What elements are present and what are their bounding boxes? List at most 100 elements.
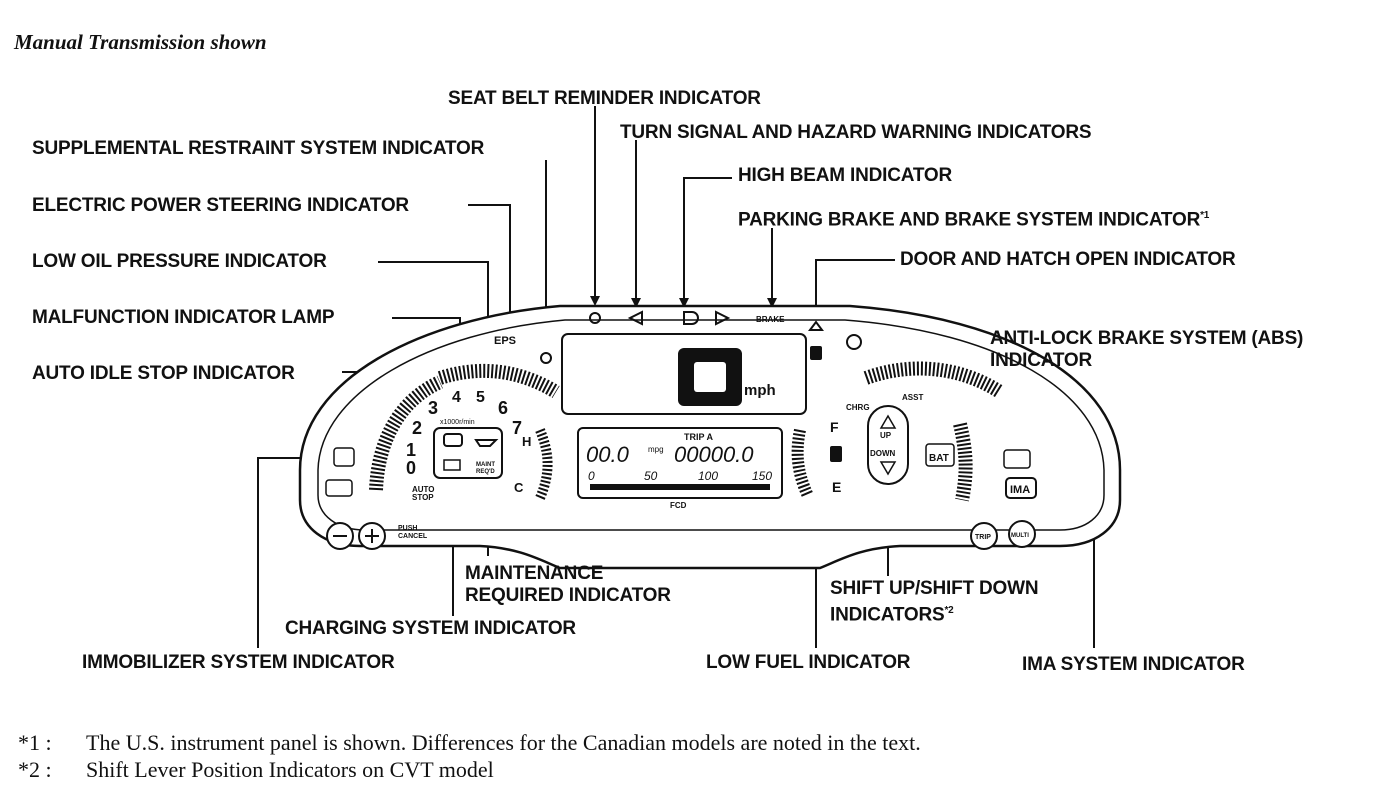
label-maint-1: MAINTENANCE (465, 563, 604, 584)
fcd-label: FCD (670, 501, 687, 510)
trip-button-label: TRIP (975, 534, 991, 541)
label-high-beam: HIGH BEAM INDICATOR (738, 165, 952, 186)
ima-icon (1005, 477, 1037, 499)
seat-belt-icon (589, 312, 601, 324)
auto-stop-1: AUTO (412, 485, 435, 494)
shift-down-icon (879, 461, 897, 476)
bat-icon (925, 443, 955, 467)
mpg-unit: mpg (648, 445, 664, 454)
ima-text: IMA (1010, 484, 1030, 496)
maint-text-2: REQ'D (476, 469, 495, 475)
speed-digit-hole (694, 362, 726, 392)
tach-arc-top (437, 363, 560, 399)
footnote-2-text: Shift Lever Position Indicators on CVT m… (86, 757, 494, 782)
label-parking-brake-text: PARKING BRAKE AND BRAKE SYSTEM INDICATOR (738, 209, 1201, 231)
tach-4: 4 (452, 389, 461, 406)
shift-up-icon (879, 414, 897, 429)
oil-can-icon (474, 439, 499, 447)
left-blank-lamp (325, 479, 353, 497)
tach-0: 0 (406, 458, 416, 478)
caption: Manual Transmission shown (14, 30, 267, 54)
footnote-2-mark: *2 : (18, 757, 52, 782)
label-srs: SUPPLEMENTAL RESTRAINT SYSTEM INDICATOR (32, 138, 485, 159)
label-shift-2-text: INDICATORS (830, 604, 945, 626)
maint-text-1: MAINT (476, 462, 495, 468)
fuel-scale-0: 0 (588, 469, 595, 483)
label-turn-signal: TURN SIGNAL AND HAZARD WARNING INDICATOR… (620, 122, 1092, 143)
trip-lcd (577, 427, 783, 499)
low-fuel-icon (810, 346, 822, 360)
odometer: 00000.0 (674, 442, 754, 467)
brake-text: BRAKE (756, 315, 785, 324)
fuel-pump-icon (830, 446, 842, 462)
tach-unit: x1000r/min (440, 419, 475, 426)
charge-arc (863, 361, 1004, 398)
tach-6: 6 (498, 398, 508, 418)
bat-text: BAT (929, 453, 949, 464)
push-cancel-2: CANCEL (398, 533, 428, 540)
label-low-fuel: LOW FUEL INDICATOR (706, 652, 911, 673)
chrg-text: CHRG (846, 403, 870, 412)
asst-text: ASST (902, 393, 923, 402)
trip-label: TRIP A (684, 432, 714, 442)
label-charging: CHARGING SYSTEM INDICATOR (285, 618, 576, 639)
footnote-1-text: The U.S. instrument panel is shown. Diff… (86, 730, 921, 755)
label-auto-idle: AUTO IDLE STOP INDICATOR (32, 363, 295, 384)
label-door: DOOR AND HATCH OPEN INDICATOR (900, 249, 1236, 270)
immobilizer-icon (333, 447, 355, 467)
temp-arc (535, 428, 553, 500)
leader-door (815, 259, 895, 318)
right-blank-lamp (1003, 449, 1031, 469)
leader-high-beam (683, 177, 732, 300)
footnote-1: *1 : The U.S. instrument panel is shown. … (18, 730, 921, 756)
trip-mpg: 00.0 (586, 442, 630, 467)
shift-up-text: UP (880, 431, 892, 440)
tach-7: 7 (512, 418, 522, 438)
label-maint-2: REQUIRED INDICATOR (465, 585, 671, 606)
label-abs-1: ANTI-LOCK BRAKE SYSTEM (ABS) (990, 328, 1304, 349)
label-ima: IMA SYSTEM INDICATOR (1022, 654, 1245, 675)
temp-hot: H (522, 434, 531, 449)
fuel-empty: E (832, 479, 841, 495)
tach-arc-left (369, 375, 444, 491)
fuel-scale-150: 150 (752, 469, 772, 483)
multi-button-label: MULTI (1011, 533, 1029, 539)
assist-arc (953, 422, 973, 502)
tach-3: 3 (428, 398, 438, 418)
eps-text: EPS (494, 335, 516, 347)
fuel-scale-100: 100 (698, 469, 718, 483)
label-oil: LOW OIL PRESSURE INDICATOR (32, 251, 327, 272)
label-parking-brake: PARKING BRAKE AND BRAKE SYSTEM INDICATOR… (738, 205, 1209, 231)
tach-5: 5 (476, 389, 485, 406)
door-icon (808, 320, 824, 331)
fuel-economy-bar (590, 484, 770, 490)
label-shift-note: *2 (944, 605, 954, 616)
multi-button[interactable] (1008, 520, 1036, 548)
fuel-full: F (830, 419, 839, 435)
fuel-scale-50: 50 (644, 469, 658, 483)
trip-button[interactable] (970, 522, 998, 550)
label-eps: ELECTRIC POWER STEERING INDICATOR (32, 195, 409, 216)
tach-2: 2 (412, 418, 422, 438)
battery-icon (443, 459, 461, 471)
label-shift-2: INDICATORS*2 (830, 600, 954, 626)
turn-right-icon (715, 310, 731, 326)
shift-indicator (867, 405, 909, 485)
srs-icon (540, 352, 552, 364)
fuel-arc (791, 428, 814, 499)
label-parking-brake-note: *1 (1200, 210, 1210, 221)
tach-1: 1 (406, 440, 416, 460)
footnote-2: *2 : Shift Lever Position Indicators on C… (18, 757, 494, 783)
footnote-1-mark: *1 : (18, 730, 52, 755)
label-seat-belt: SEAT BELT REMINDER INDICATOR (448, 88, 761, 109)
mil-engine-icon (443, 433, 463, 447)
turn-left-icon (627, 310, 643, 326)
abs-icon (846, 334, 862, 350)
instrument-panel: mph TRIP A 00.0 mpg 00000.0 0 50 100 150… (298, 304, 1122, 570)
temp-cold: C (514, 480, 524, 495)
push-cancel-1: PUSH (398, 525, 417, 532)
label-immobilizer: IMMOBILIZER SYSTEM INDICATOR (82, 652, 395, 673)
speed-unit: mph (744, 382, 776, 399)
